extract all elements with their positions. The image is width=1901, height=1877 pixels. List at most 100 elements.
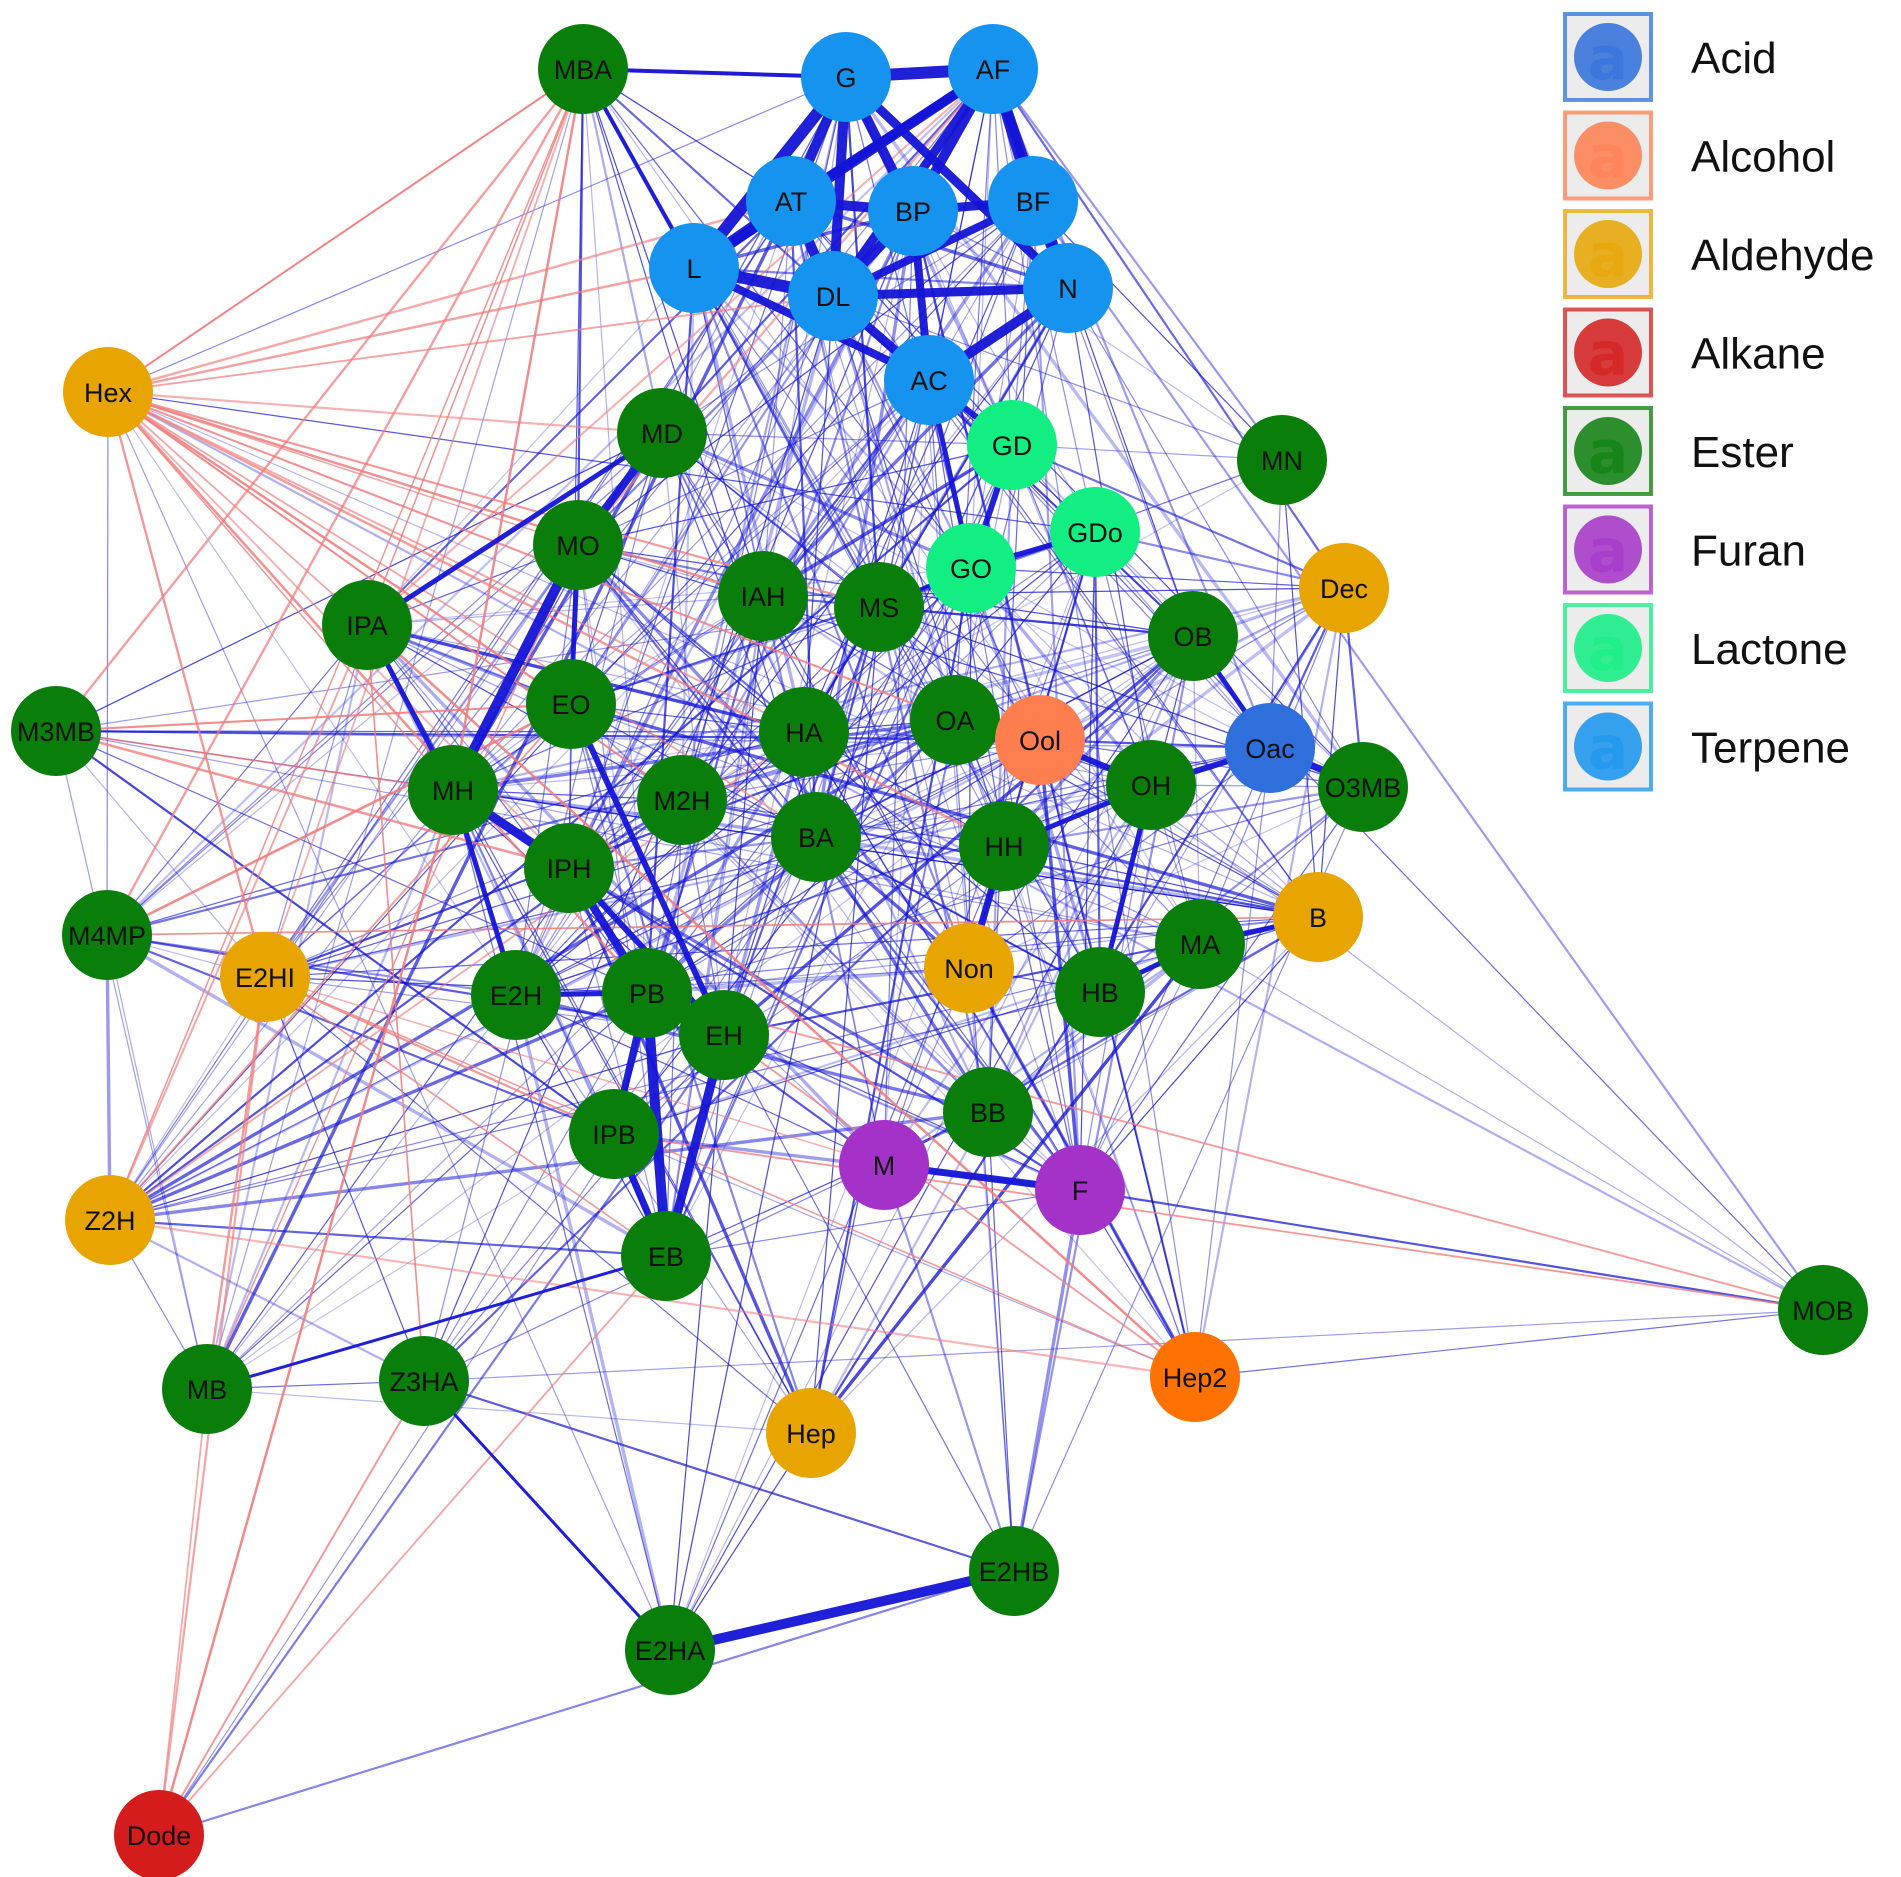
edge-MBA-MH — [451, 67, 585, 792]
node-HA[interactable]: HA — [759, 687, 849, 777]
node-M3MB[interactable]: M3MB — [11, 686, 101, 776]
node-Non[interactable]: Non — [924, 923, 1014, 1013]
legend-key-glyph: a — [1588, 517, 1629, 587]
node-Z2H[interactable]: Z2H — [65, 1175, 155, 1265]
node-OA[interactable]: OA — [910, 675, 1000, 765]
edge-M3MB-IPH — [54, 729, 571, 870]
node-E2HA[interactable]: E2HA — [625, 1605, 715, 1695]
edge-MBA-MB — [206, 68, 584, 1390]
edge-Ool-B — [1039, 739, 1319, 918]
node-EB[interactable]: EB — [621, 1211, 711, 1301]
node-label: HB — [1081, 978, 1119, 1008]
node-HB[interactable]: HB — [1055, 947, 1145, 1037]
node-M[interactable]: M — [839, 1120, 929, 1210]
node-G[interactable]: G — [801, 32, 891, 122]
node-E2H[interactable]: E2H — [471, 950, 561, 1040]
node-HH[interactable]: HH — [959, 801, 1049, 891]
node-IPB[interactable]: IPB — [569, 1089, 659, 1179]
node-AT[interactable]: AT — [746, 156, 836, 246]
node-BB[interactable]: BB — [943, 1067, 1033, 1157]
node-label: M — [873, 1151, 896, 1181]
edge-Z3HA-IPA — [366, 624, 425, 1382]
node-IPA[interactable]: IPA — [322, 580, 412, 670]
node-Oac[interactable]: Oac — [1225, 703, 1315, 793]
node-label: IAH — [740, 582, 785, 612]
node-GDo[interactable]: GDo — [1050, 487, 1140, 577]
node-MO[interactable]: MO — [533, 500, 623, 590]
edge-E2HB-Dode — [157, 1569, 1016, 1837]
node-BF[interactable]: BF — [988, 156, 1078, 246]
node-MS[interactable]: MS — [834, 562, 924, 652]
edge-MB-Hep — [206, 1388, 812, 1434]
node-PB[interactable]: PB — [602, 948, 692, 1038]
edge-IPB-MB — [206, 1133, 615, 1390]
edge-HH-Hep2 — [1003, 845, 1196, 1378]
edge-M3MB-PB — [55, 730, 648, 994]
node-Hep2[interactable]: Hep2 — [1150, 1332, 1240, 1422]
edge-MO-E2H — [515, 544, 579, 996]
node-circle — [526, 659, 616, 749]
legend-label: Furan — [1691, 527, 1806, 576]
edge-IPA-Z2H — [109, 624, 368, 1221]
node-GO[interactable]: GO — [926, 523, 1016, 613]
node-F[interactable]: F — [1035, 1145, 1125, 1235]
node-OB[interactable]: OB — [1148, 591, 1238, 681]
edge-L-MS — [692, 266, 881, 609]
node-Ool[interactable]: Ool — [995, 695, 1085, 785]
node-E2HI[interactable]: E2HI — [220, 932, 310, 1022]
node-circle — [625, 1605, 715, 1695]
node-circle — [839, 1120, 929, 1210]
node-M2H[interactable]: M2H — [637, 755, 727, 845]
node-label: AC — [910, 366, 948, 396]
node-label: IPA — [346, 611, 388, 641]
edge-MD-GD — [661, 432, 1013, 446]
node-circle — [868, 166, 958, 256]
node-O3MB[interactable]: O3MB — [1318, 742, 1408, 832]
node-AF[interactable]: AF — [948, 24, 1038, 114]
node-DL[interactable]: DL — [788, 251, 878, 341]
edge-DL-M2H — [681, 295, 834, 801]
node-OH[interactable]: OH — [1106, 740, 1196, 830]
node-AC[interactable]: AC — [884, 335, 974, 425]
node-B[interactable]: B — [1273, 872, 1363, 962]
node-IPH[interactable]: IPH — [524, 823, 614, 913]
node-EH[interactable]: EH — [679, 990, 769, 1080]
node-N[interactable]: N — [1023, 243, 1113, 333]
edge-AC-MO — [577, 379, 930, 546]
node-Z3HA[interactable]: Z3HA — [379, 1336, 469, 1426]
node-IAH[interactable]: IAH — [718, 551, 808, 641]
node-MA[interactable]: MA — [1155, 899, 1245, 989]
node-M4MP[interactable]: M4MP — [62, 890, 152, 980]
edge-Hex-GDo — [107, 391, 1096, 533]
node-MB[interactable]: MB — [162, 1344, 252, 1434]
edge-Dode-EB — [158, 1255, 667, 1836]
edge-Dec-Hep2 — [1193, 586, 1346, 1379]
node-MN[interactable]: MN — [1237, 415, 1327, 505]
edge-M3MB-MA — [55, 730, 1201, 945]
node-MOB[interactable]: MOB — [1778, 1265, 1868, 1355]
node-MD[interactable]: MD — [617, 388, 707, 478]
node-Hep[interactable]: Hep — [766, 1388, 856, 1478]
node-label: GO — [950, 554, 992, 584]
edge-MD-IPA — [364, 430, 665, 628]
edge-Hep2-EH — [723, 1034, 1196, 1378]
edge-MS-EO — [570, 606, 880, 705]
node-label: B — [1309, 903, 1327, 933]
node-MBA[interactable]: MBA — [538, 24, 628, 114]
legend-key-glyph: a — [1588, 714, 1629, 784]
node-BA[interactable]: BA — [771, 792, 861, 882]
node-E2HB[interactable]: E2HB — [969, 1526, 1059, 1616]
node-GD[interactable]: GD — [967, 400, 1057, 490]
node-L[interactable]: L — [649, 223, 739, 313]
node-BP[interactable]: BP — [868, 166, 958, 256]
node-Hex[interactable]: Hex — [63, 347, 153, 437]
node-EO[interactable]: EO — [526, 659, 616, 749]
edge-IPA-M2H — [366, 624, 683, 801]
edge-PB-Z3HA — [423, 992, 648, 1382]
node-Dode[interactable]: Dode — [114, 1790, 204, 1877]
node-label: AF — [976, 55, 1011, 85]
node-MH[interactable]: MH — [408, 745, 498, 835]
node-Dec[interactable]: Dec — [1299, 543, 1389, 633]
